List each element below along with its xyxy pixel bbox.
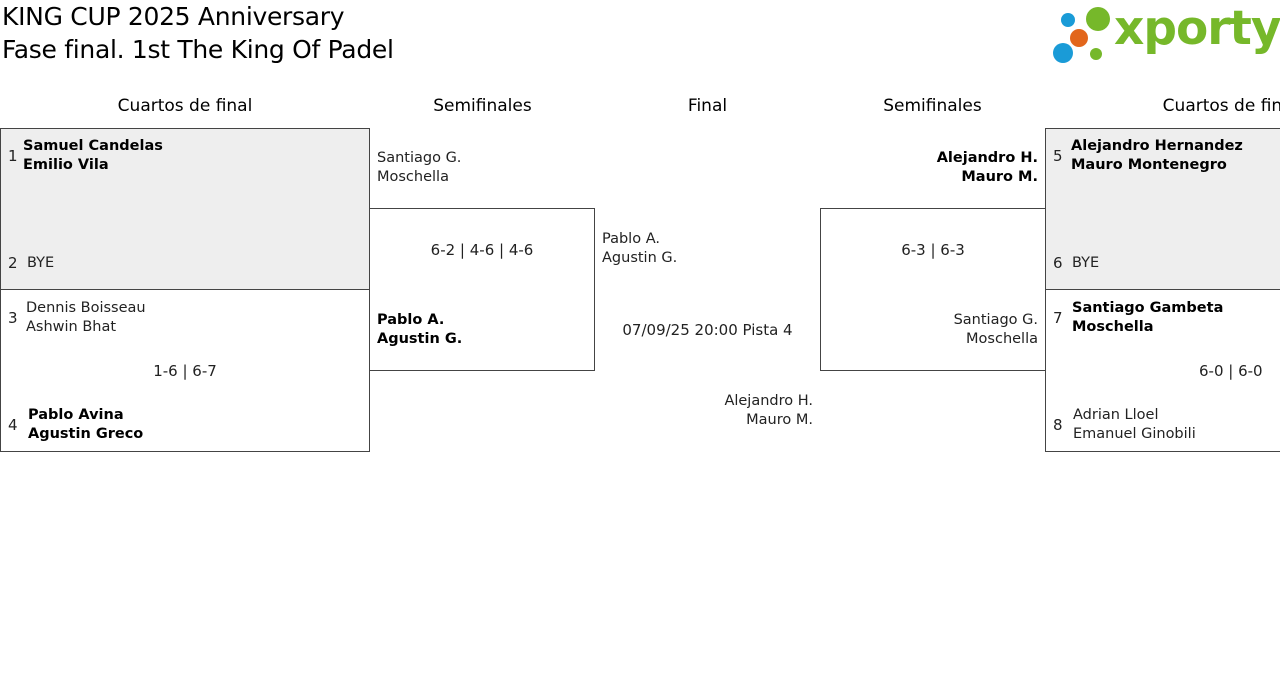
seed-number: 7: [1053, 309, 1063, 327]
page-subtitle: Fase final. 1st The King Of Padel: [2, 35, 394, 64]
player-name: Moschella: [966, 331, 1038, 347]
player-name: Agustin G.: [602, 250, 678, 266]
player-name: Dennis Boisseau: [26, 300, 146, 316]
left-sf-match[interactable]: 6-2 | 4-6 | 4-6 Pablo A. Agustin G.: [369, 208, 595, 371]
player-name: Alejandro H.: [936, 150, 1038, 166]
player-name: Santiago G.: [953, 312, 1038, 328]
player-name: Emilio Vila: [23, 157, 109, 173]
round-label-final: Final: [687, 96, 728, 116]
match-score: 1-6 | 6-7: [153, 362, 217, 380]
player-name: Adrian Lloel: [1073, 407, 1159, 423]
right-qf-match-2[interactable]: 7 Santiago Gambeta Moschella 6-0 | 6-0 8…: [1045, 289, 1280, 452]
round-label-left-sf: Semifinales: [433, 96, 532, 116]
player-name: Moschella: [377, 169, 449, 185]
player-name: Santiago G.: [377, 150, 462, 166]
round-label-right-qf: Cuartos de final: [1162, 96, 1280, 116]
seed-number: 2: [8, 254, 18, 272]
logo-text: xporty: [1114, 1, 1280, 56]
player-name: Santiago Gambeta: [1072, 300, 1224, 316]
seed-number: 4: [8, 416, 18, 434]
seed-number: 6: [1053, 254, 1063, 272]
player-name: Ashwin Bhat: [26, 319, 117, 335]
player-name: Alejandro H.: [724, 393, 813, 409]
player-name: Mauro Montenegro: [1071, 157, 1227, 173]
right-qf-match-1[interactable]: 5 Alejandro Hernandez Mauro Montenegro 6…: [1045, 128, 1280, 290]
bye-label: BYE: [27, 255, 55, 271]
player-name: Pablo A.: [377, 312, 445, 328]
player-name: Pablo Avina: [28, 407, 124, 423]
player-name: Emanuel Ginobili: [1073, 426, 1196, 442]
player-name: Mauro M.: [746, 412, 813, 428]
match-score: 6-3 | 6-3: [901, 241, 965, 259]
page-title: KING CUP 2025 Anniversary: [2, 2, 345, 31]
seed-number: 5: [1053, 147, 1063, 165]
xporty-logo: xporty: [1050, 1, 1280, 69]
player-name: Agustin Greco: [28, 426, 144, 442]
bye-label: BYE: [1072, 255, 1100, 271]
player-name: Samuel Candelas: [23, 138, 163, 154]
player-name: Moschella: [1072, 319, 1154, 335]
right-sf-top-team: Alejandro H. Mauro M.: [820, 128, 1045, 208]
left-qf-match-1[interactable]: 1 Samuel Candelas Emilio Vila 2 BYE: [0, 128, 370, 290]
round-label-left-qf: Cuartos de final: [117, 96, 253, 116]
round-label-right-sf: Semifinales: [883, 96, 982, 116]
seed-number: 3: [8, 309, 18, 327]
player-name: Pablo A.: [602, 231, 660, 247]
left-sf-top-team: Santiago G. Moschella: [370, 128, 595, 208]
right-sf-match[interactable]: 6-3 | 6-3 Santiago G. Moschella: [820, 208, 1046, 371]
left-qf-match-2[interactable]: 3 Dennis Boisseau Ashwin Bhat 1-6 | 6-7 …: [0, 289, 370, 452]
player-name: Mauro M.: [961, 169, 1038, 185]
match-score: 6-0 | 6-0: [1199, 362, 1263, 380]
match-score: 6-2 | 4-6 | 4-6: [430, 241, 534, 259]
player-name: Alejandro Hernandez: [1071, 138, 1243, 154]
seed-number: 8: [1053, 416, 1063, 434]
player-name: Agustin G.: [377, 331, 463, 347]
match-schedule: 07/09/25 20:00 Pista 4: [622, 321, 793, 339]
logo-dots-icon: [1053, 7, 1110, 63]
seed-number: 1: [8, 147, 18, 165]
final-match[interactable]: Pablo A. Agustin G. 07/09/25 20:00 Pista…: [595, 208, 820, 458]
